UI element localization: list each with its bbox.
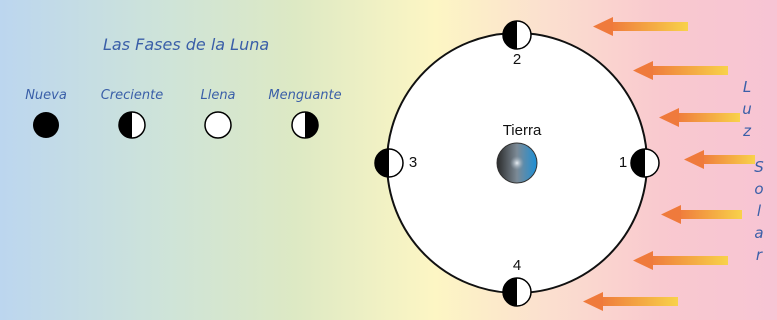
sunlight-arrow — [633, 61, 728, 80]
diagram-title: Las Fases de la Luna — [103, 35, 270, 54]
legend-label-new: Nueva — [25, 88, 67, 103]
position-number-2: 2 — [512, 51, 522, 68]
legend-moon-crescent — [118, 111, 146, 139]
legend-moon-new — [33, 112, 59, 138]
orbit-moon-4 — [502, 277, 532, 307]
legend-label-crescent: Creciente — [100, 88, 164, 103]
legend-label-full: Llena — [200, 88, 236, 103]
orbit-moon-3 — [374, 148, 404, 178]
sunlight-arrow — [593, 17, 688, 36]
sunlight-arrow — [659, 108, 740, 127]
legend-moon-full — [204, 111, 232, 139]
orbit-moon-2 — [502, 20, 532, 50]
position-number-4: 4 — [512, 257, 522, 274]
position-number-3: 3 — [408, 154, 418, 171]
sunlight-arrow — [633, 251, 728, 270]
sunlight-arrow — [661, 205, 742, 224]
legend-moon-waning — [291, 111, 319, 139]
position-number-1: 1 — [618, 154, 628, 171]
earth — [496, 142, 538, 184]
orbit-moon-1 — [630, 148, 660, 178]
sunlight-arrow — [684, 150, 755, 169]
sunlight-arrow — [583, 292, 678, 311]
earth-label: Tierra — [502, 122, 542, 139]
legend-label-waning: Menguante — [268, 88, 342, 103]
